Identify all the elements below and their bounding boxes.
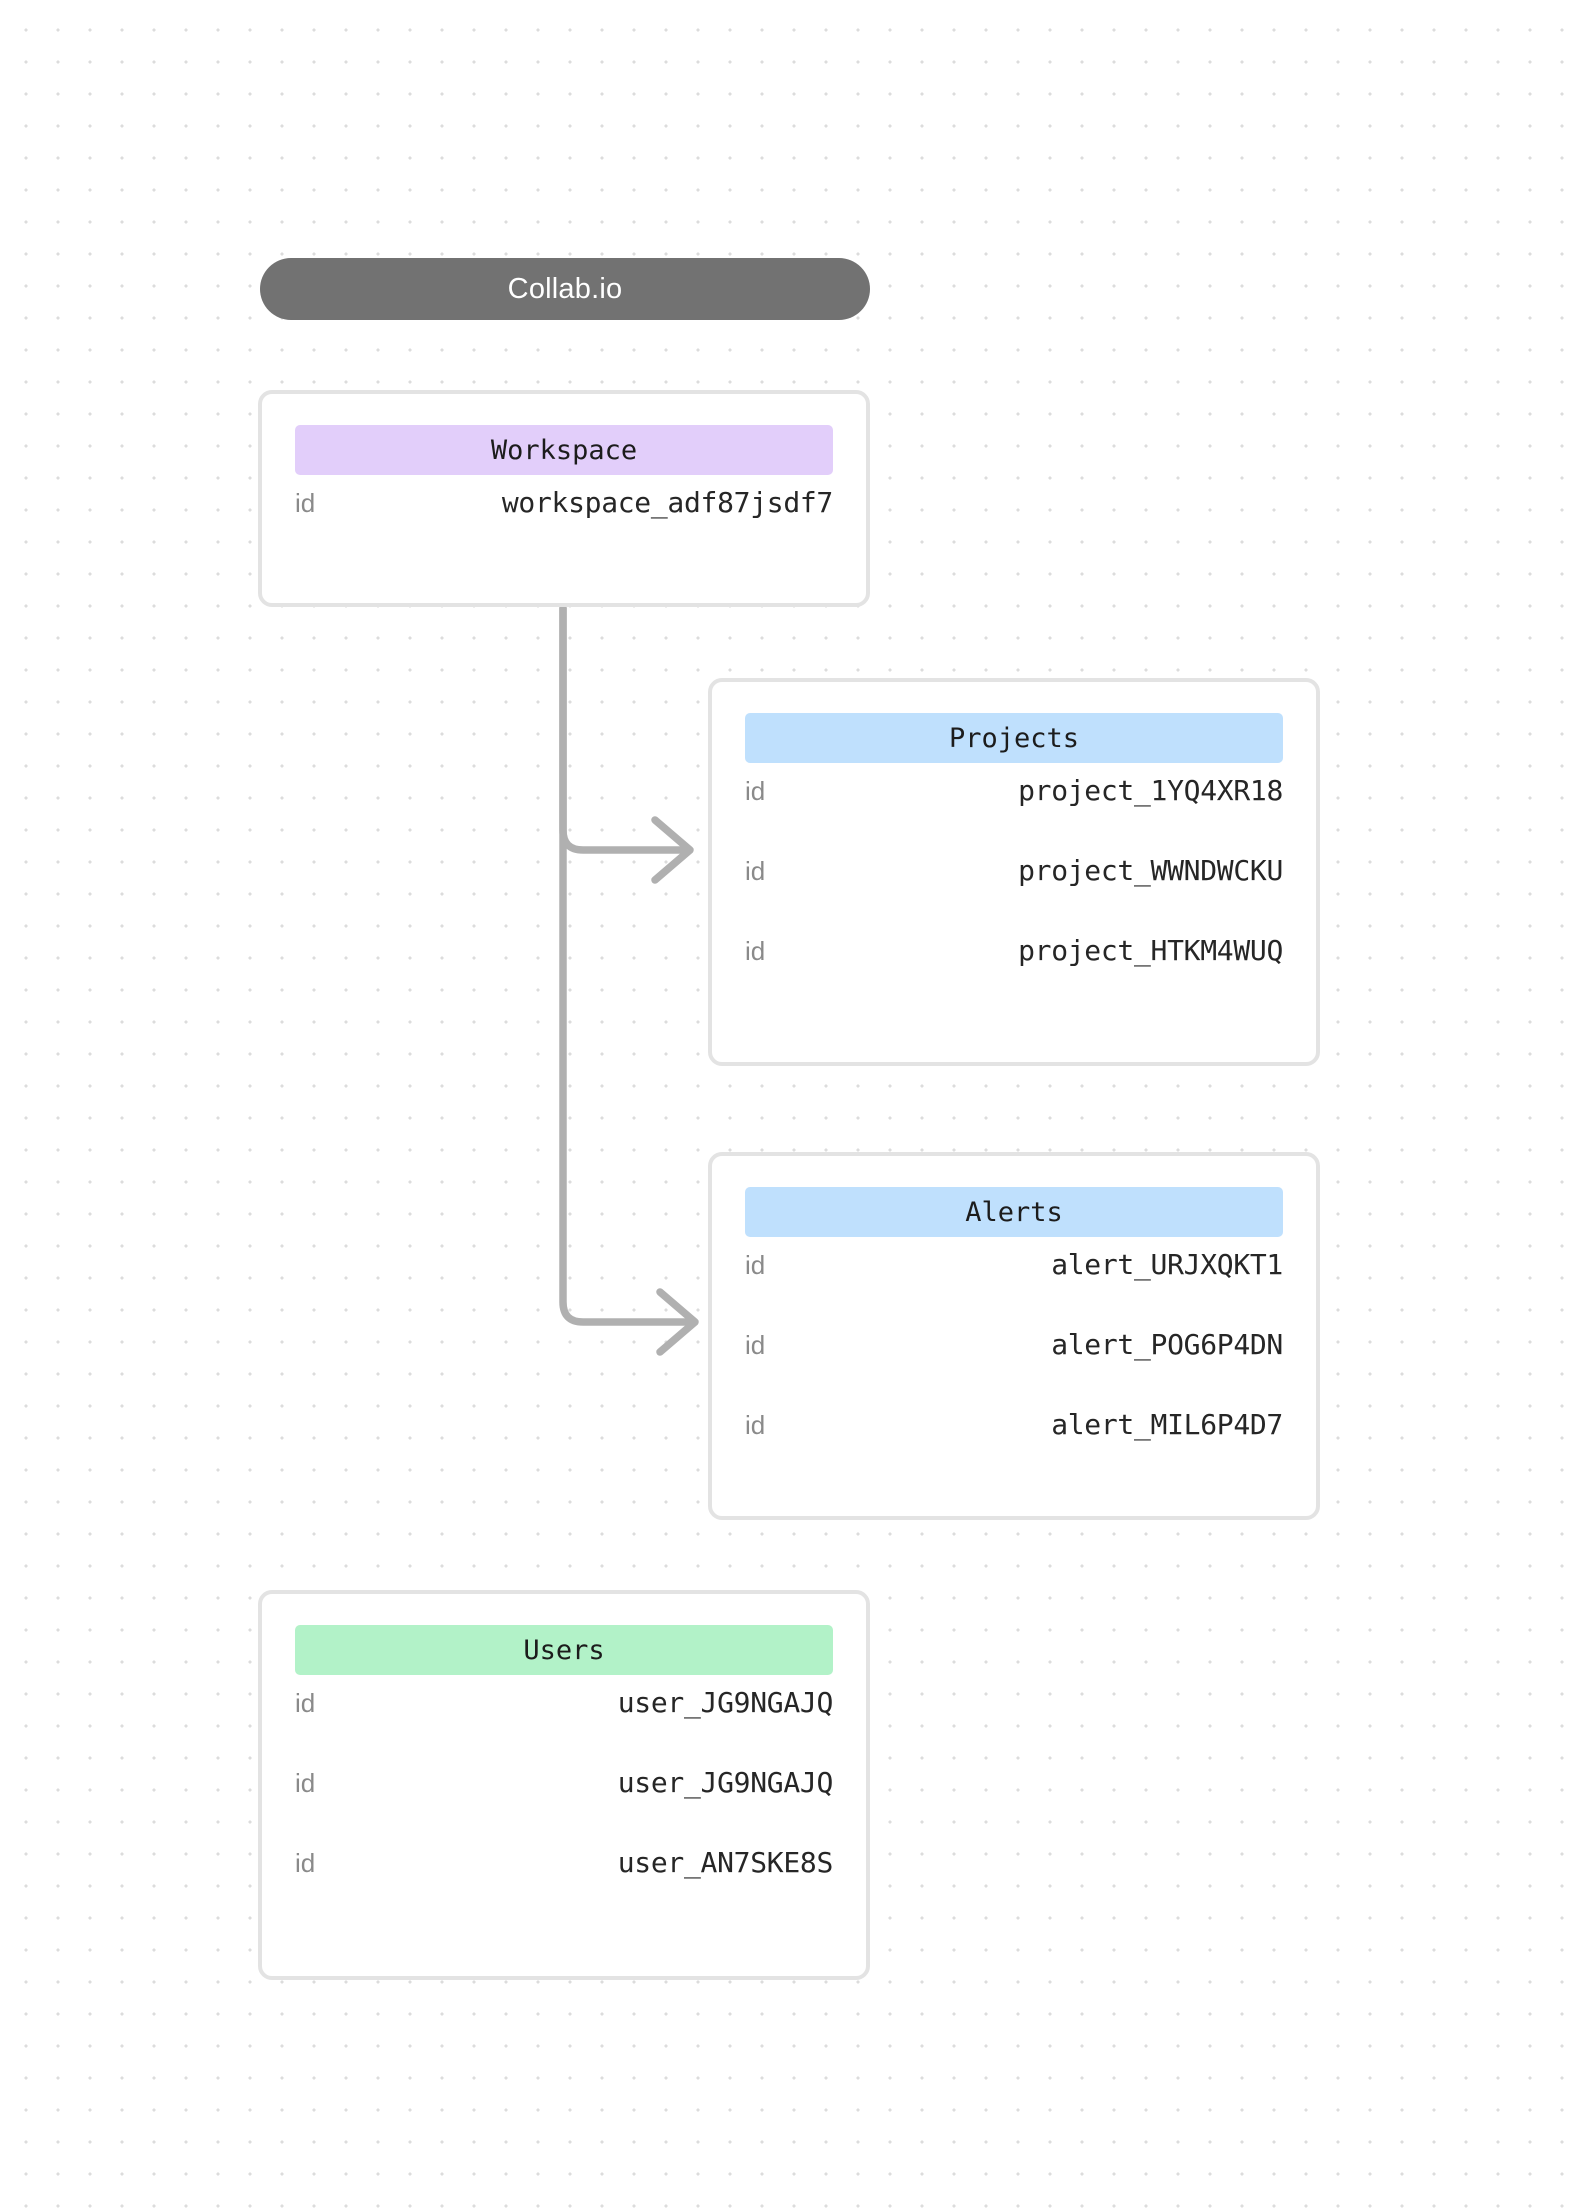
row-key: id	[295, 1848, 316, 1878]
entity-title-alerts: Alerts	[965, 1196, 1063, 1228]
row-key: id	[295, 1688, 316, 1718]
table-row[interactable]: id project_HTKM4WUQ	[745, 937, 1283, 1017]
entity-card-users[interactable]: Users id user_JG9NGAJQ id user_JG9NGAJQ …	[258, 1590, 870, 1980]
entity-title-users: Users	[523, 1634, 605, 1666]
table-row[interactable]: id alert_POG6P4DN	[745, 1331, 1283, 1411]
row-key: id	[295, 1768, 316, 1798]
table-row[interactable]: id project_WWNDWCKU	[745, 857, 1283, 937]
row-value: project_1YQ4XR18	[1018, 774, 1283, 807]
row-key: id	[745, 1410, 766, 1440]
row-key: id	[745, 776, 766, 806]
row-value: alert_POG6P4DN	[1051, 1328, 1283, 1361]
table-row[interactable]: id user_AN7SKE8S	[295, 1849, 833, 1929]
arrowhead-alerts	[656, 1288, 699, 1356]
entity-header-projects: Projects	[745, 713, 1283, 763]
entity-rows-alerts: id alert_URJXQKT1 id alert_POG6P4DN id a…	[745, 1237, 1283, 1491]
diagram-title-label: Collab.io	[507, 272, 623, 305]
connector-workspace-to-projects	[559, 604, 692, 854]
row-key: id	[745, 1330, 766, 1360]
arrowhead-projects	[651, 816, 694, 884]
row-value: user_JG9NGAJQ	[617, 1766, 834, 1799]
entity-rows-projects: id project_1YQ4XR18 id project_WWNDWCKU …	[745, 763, 1283, 1017]
entity-rows-workspace: id workspace_adf87jsdf7	[295, 475, 833, 563]
row-value: alert_URJXQKT1	[1051, 1248, 1283, 1281]
table-row[interactable]: id user_JG9NGAJQ	[295, 1689, 833, 1769]
row-value: project_HTKM4WUQ	[1018, 934, 1283, 967]
table-row[interactable]: id alert_MIL6P4D7	[745, 1411, 1283, 1491]
row-key: id	[745, 856, 766, 886]
diagram-title-pill[interactable]: Collab.io	[260, 258, 870, 320]
row-key: id	[295, 488, 316, 518]
entity-card-workspace[interactable]: Workspace id workspace_adf87jsdf7	[258, 390, 870, 607]
table-row[interactable]: id workspace_adf87jsdf7	[295, 489, 833, 563]
row-value: project_WWNDWCKU	[1018, 854, 1283, 887]
row-key: id	[745, 1250, 766, 1280]
connector-workspace-to-alerts	[559, 604, 697, 1326]
table-row[interactable]: id project_1YQ4XR18	[745, 777, 1283, 857]
entity-title-projects: Projects	[948, 722, 1080, 754]
entity-title-workspace: Workspace	[490, 434, 638, 466]
entity-card-alerts[interactable]: Alerts id alert_URJXQKT1 id alert_POG6P4…	[708, 1152, 1320, 1520]
entity-header-alerts: Alerts	[745, 1187, 1283, 1237]
row-key: id	[745, 936, 766, 966]
table-row[interactable]: id alert_URJXQKT1	[745, 1251, 1283, 1331]
row-value: alert_MIL6P4D7	[1051, 1408, 1283, 1441]
entity-header-users: Users	[295, 1625, 833, 1675]
entity-header-workspace: Workspace	[295, 425, 833, 475]
entity-card-projects[interactable]: Projects id project_1YQ4XR18 id project_…	[708, 678, 1320, 1066]
row-value: user_JG9NGAJQ	[617, 1686, 834, 1719]
row-value: workspace_adf87jsdf7	[501, 486, 833, 519]
entity-rows-users: id user_JG9NGAJQ id user_JG9NGAJQ id use…	[295, 1675, 833, 1929]
row-value: user_AN7SKE8S	[617, 1846, 834, 1879]
table-row[interactable]: id user_JG9NGAJQ	[295, 1769, 833, 1849]
